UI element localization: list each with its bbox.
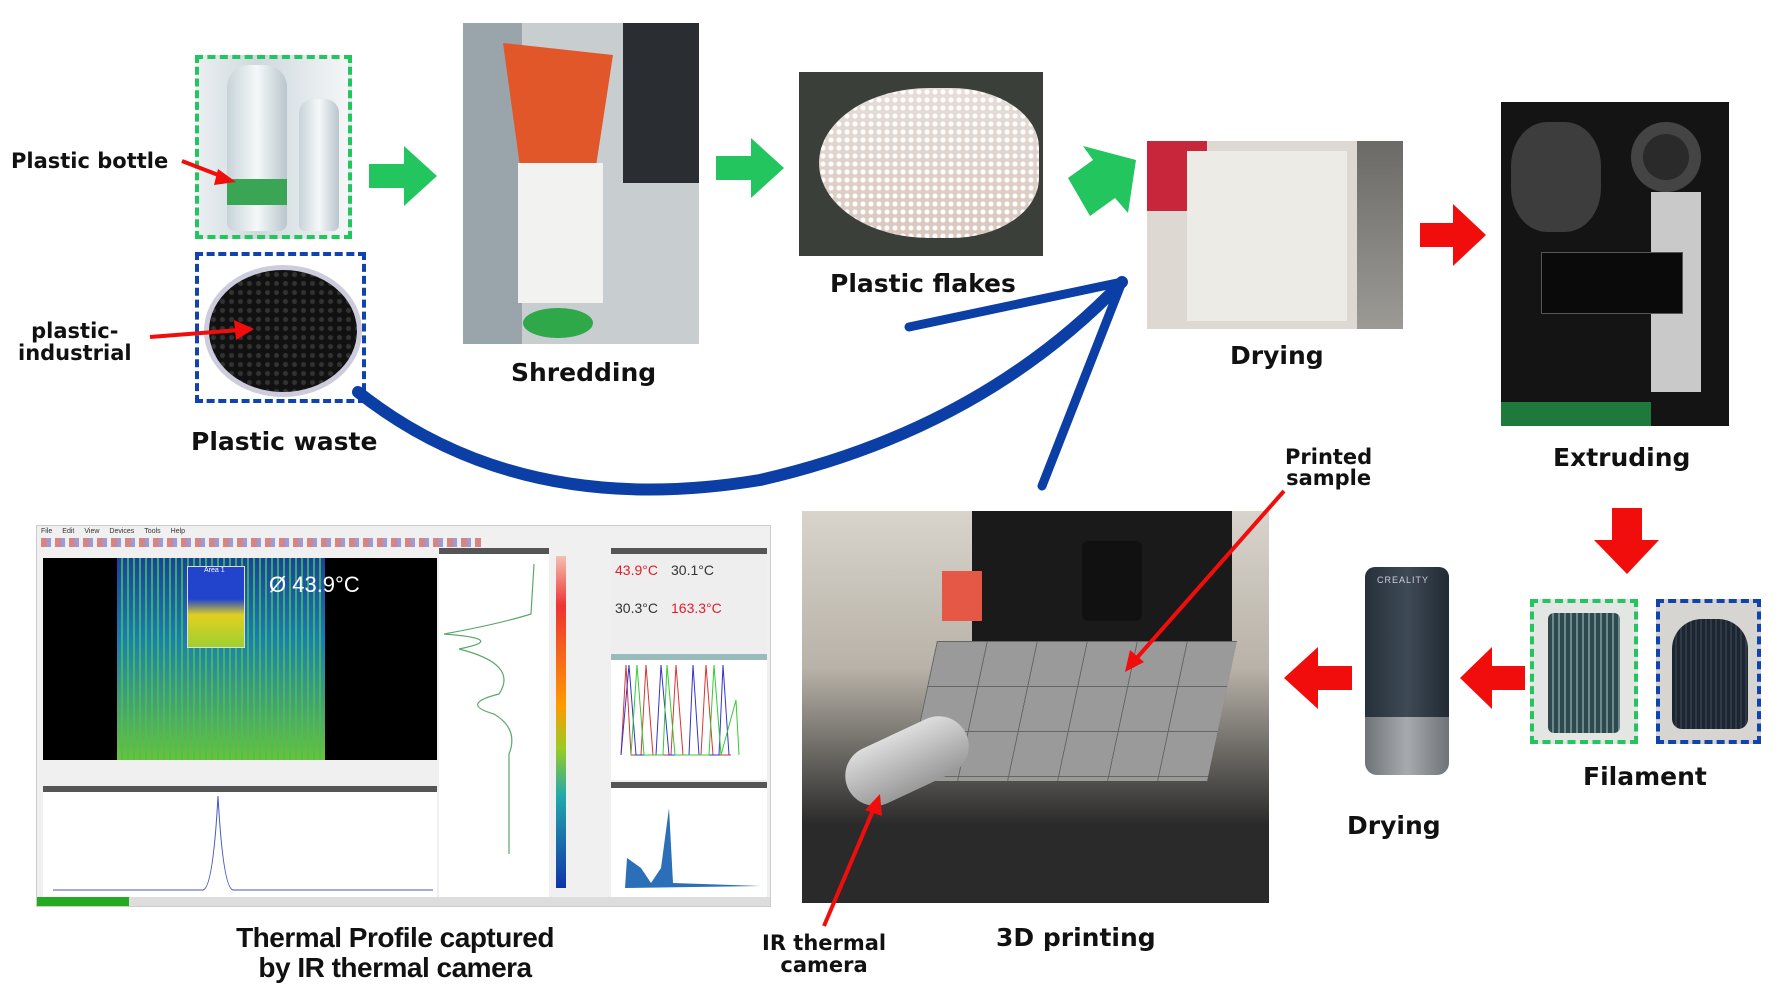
reading-t0: 30.1°C — [671, 562, 714, 578]
horizontal-profile-line — [53, 795, 433, 891]
area-label: Area 1 — [204, 567, 225, 574]
red-arrow-left — [1460, 647, 1525, 709]
menu-item: File — [41, 528, 53, 535]
blue-arrowhead-right — [1037, 277, 1127, 491]
thermal-menu-bar: File Edit View Devices Tools Help — [41, 528, 185, 535]
reading-t2: 163.3°C — [671, 600, 722, 616]
red-arrow-left — [1284, 647, 1352, 709]
dryer-body — [1365, 567, 1449, 717]
printer-red-part — [942, 571, 982, 621]
label-plastic-industrial: plastic- industrial — [18, 319, 132, 365]
time-diagram-lines — [620, 664, 740, 756]
histogram-bars — [625, 808, 761, 888]
thermal-toolbar — [41, 538, 481, 547]
extruder-fan-right — [1631, 122, 1701, 192]
menu-item: View — [84, 528, 100, 535]
dryer-brand: CREALITY — [1377, 575, 1430, 585]
menu-item: Devices — [109, 528, 135, 535]
temperature-color-scale — [556, 556, 566, 888]
ir-camera-body — [835, 706, 979, 816]
extruder-photo — [1501, 102, 1729, 426]
oven-side — [1357, 141, 1403, 329]
pellet-dish — [209, 270, 357, 392]
plastic-bottle-photo — [195, 55, 352, 239]
green-arrow-right — [369, 146, 437, 206]
extruder-green-base — [1501, 402, 1651, 426]
status-bar — [37, 897, 770, 906]
horizontal-profile-chart — [43, 786, 437, 900]
bottle-large — [227, 65, 287, 231]
thermal-software-screenshot: File Edit View Devices Tools Help Area 1… — [36, 525, 771, 907]
drying-oven-photo — [1147, 141, 1403, 329]
reading-t1: 30.3°C — [615, 600, 658, 616]
dryer-base — [1365, 717, 1449, 775]
filament-spool-blue-photo — [1656, 599, 1761, 744]
filament-dryer-photo: CREALITY — [1363, 557, 1452, 778]
label-drying-oven: Drying — [1230, 341, 1324, 370]
red-arrow-right — [1420, 204, 1486, 266]
shredder-photo — [463, 23, 699, 344]
histogram-panel — [611, 782, 767, 900]
shredder-hopper — [503, 43, 613, 163]
vertical-profile-chart — [439, 548, 549, 900]
temperature-readings-panel: 43.9°C 30.1°C 30.3°C 163.3°C — [611, 548, 767, 654]
reading-area1: 43.9°C — [615, 562, 658, 578]
average-temperature: Ø 43.9°C — [269, 572, 360, 597]
red-arrow-down — [1594, 508, 1659, 574]
shredder-body — [518, 163, 603, 303]
hand-flakes — [819, 88, 1039, 238]
shredder-bin — [523, 308, 593, 338]
label-filament: Filament — [1583, 762, 1707, 791]
label-ir-camera: IR thermal camera — [762, 931, 887, 977]
temperature-time-diagram — [611, 654, 767, 780]
label-shredding: Shredding — [511, 358, 657, 387]
label-plastic-flakes: Plastic flakes — [830, 269, 1016, 298]
label-thermal-profile: Thermal Profile captured by IR thermal c… — [236, 922, 554, 983]
filament-spool — [1672, 619, 1748, 729]
menu-item: Edit — [62, 528, 75, 535]
industrial-plastic-photo — [195, 252, 366, 403]
menu-item: Help — [170, 528, 186, 535]
status-ok — [37, 897, 129, 906]
green-arrow-right — [716, 138, 784, 198]
extruder-box — [1541, 252, 1683, 314]
printer-head — [1082, 541, 1142, 621]
vertical-profile-line — [443, 563, 535, 854]
bottle-label — [227, 179, 287, 205]
oven-door — [1187, 151, 1347, 321]
green-arrow-diagonal — [1068, 146, 1136, 216]
plastic-flakes-photo — [799, 72, 1043, 256]
label-extruding: Extruding — [1553, 443, 1691, 472]
ir-area-box: Area 1 — [187, 566, 245, 648]
menu-item: Tools — [144, 528, 161, 535]
ir-image-view: Area 1 Ø 43.9°C — [43, 558, 437, 760]
label-printed-sample: Printed sample — [1285, 445, 1373, 490]
filament-spool-green-photo — [1530, 599, 1638, 744]
label-3d-printing: 3D printing — [996, 923, 1156, 952]
shredder-dark-panel — [623, 23, 699, 183]
label-plastic-bottle: Plastic bottle — [11, 149, 169, 173]
filament-spool — [1548, 613, 1620, 733]
extruder-fan-left — [1511, 122, 1601, 232]
label-drying-dryer: Drying — [1347, 811, 1441, 840]
3d-printer-photo — [802, 511, 1269, 903]
bottle-small — [299, 99, 339, 231]
label-plastic-waste: Plastic waste — [191, 427, 378, 456]
